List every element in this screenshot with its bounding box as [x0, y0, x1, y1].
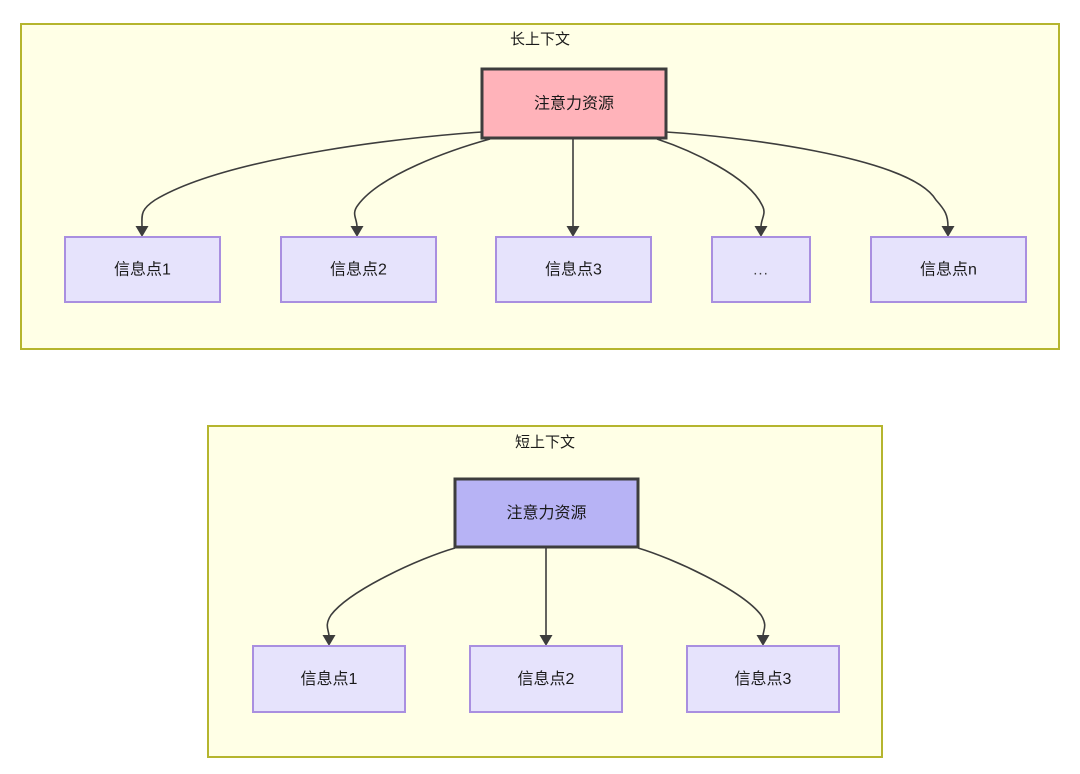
info-node-label-short-context-0: 信息点1 [301, 670, 358, 688]
info-node-box-long-context-4[interactable] [870, 236, 1027, 303]
info-node-box-long-context-2[interactable] [495, 236, 652, 303]
root-node-label-short-context: 注意力资源 [506, 503, 586, 522]
info-node-box-long-context-3[interactable] [711, 236, 811, 303]
arrowhead-long-context-4 [941, 226, 955, 237]
info-node-box-long-context-0[interactable] [64, 236, 221, 303]
arrowhead-long-context-2 [566, 226, 580, 237]
edge-short-context-0 [326, 547, 456, 637]
arrowhead-short-context-2 [756, 635, 770, 646]
info-node-label-long-context-3: ... [753, 261, 769, 278]
group-title-short-context: 短上下文 [515, 434, 575, 451]
root-node-box-long-context[interactable] [480, 67, 668, 140]
root-node-label-long-context: 注意力资源 [534, 94, 614, 113]
info-node-label-long-context-1: 信息点2 [330, 261, 387, 279]
info-node-label-long-context-0: 信息点1 [114, 261, 171, 279]
info-node-box-short-context-0[interactable] [252, 645, 406, 713]
info-node-label-long-context-4: 信息点n [920, 261, 977, 279]
edge-long-context-1 [353, 138, 491, 228]
info-node-box-long-context-1[interactable] [280, 236, 437, 303]
edge-long-context-3 [656, 138, 765, 228]
info-node-label-short-context-2: 信息点3 [735, 670, 792, 688]
root-node-box-short-context[interactable] [453, 477, 640, 549]
info-node-box-short-context-2[interactable] [686, 645, 840, 713]
edge-short-context-2 [637, 547, 766, 637]
info-node-label-long-context-2: 信息点3 [545, 261, 602, 279]
arrowhead-long-context-3 [754, 226, 768, 237]
arrowhead-long-context-1 [350, 226, 364, 237]
group-title-long-context: 长上下文 [510, 31, 570, 48]
edge-long-context-0 [141, 131, 483, 228]
info-node-label-short-context-1: 信息点2 [518, 670, 575, 688]
arrowhead-short-context-1 [539, 635, 553, 646]
arrowhead-short-context-0 [322, 635, 336, 646]
info-node-box-short-context-1[interactable] [469, 645, 623, 713]
edge-long-context-4 [665, 131, 949, 228]
arrowhead-long-context-0 [135, 226, 149, 237]
